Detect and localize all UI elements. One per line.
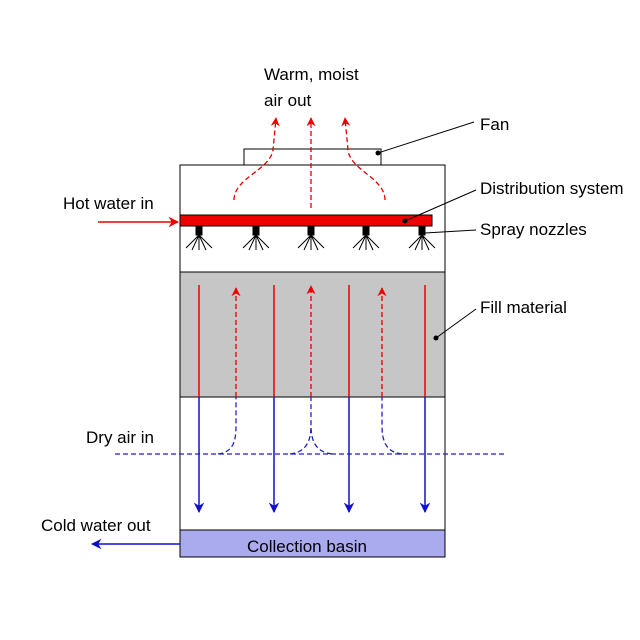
fill-material-label: Fill material	[480, 298, 567, 317]
rising-air-dry	[217, 397, 237, 455]
spray-nozzle-icon	[352, 225, 380, 251]
spray-nozzle-icon	[185, 225, 213, 251]
spray-nozzles	[185, 225, 436, 251]
fill-material-block	[179, 271, 446, 398]
warm-air-out-left	[233, 117, 280, 201]
hot-water-in-label: Hot water in	[63, 194, 154, 213]
leader-lines	[377, 121, 477, 339]
spray-nozzles-leader	[424, 229, 477, 234]
collection-basin	[179, 529, 446, 558]
rising-air-flows	[217, 285, 403, 455]
warm-air-out-right	[341, 117, 386, 201]
spray-nozzle-icon	[297, 225, 325, 251]
collection-basin-label: Collection basin	[247, 537, 367, 556]
distribution-system-leader	[404, 189, 477, 222]
fan-leader	[377, 121, 475, 154]
fan	[243, 148, 382, 166]
fill-material-leader	[435, 308, 477, 339]
rising-air-dry	[381, 397, 403, 455]
warm-air-out-label-line1: Warm, moist	[264, 65, 359, 84]
spray-nozzles-label: Spray nozzles	[480, 220, 587, 239]
warm-air-out-label-line2: air out	[264, 91, 312, 110]
warm-air-out-flows	[233, 117, 386, 208]
distribution-system-label: Distribution system	[480, 179, 624, 198]
distribution-pipe	[179, 214, 433, 227]
leader-dots	[375, 150, 439, 341]
fan-label: Fan	[480, 115, 509, 134]
cold-water-out-label: Cold water out	[41, 516, 151, 535]
spray-nozzle-icon	[242, 225, 270, 251]
rising-air-dry	[310, 424, 333, 455]
dry-air-in-label: Dry air in	[86, 428, 154, 447]
falling-water-arrows	[193, 285, 431, 514]
spray-nozzle-icon	[408, 225, 436, 251]
